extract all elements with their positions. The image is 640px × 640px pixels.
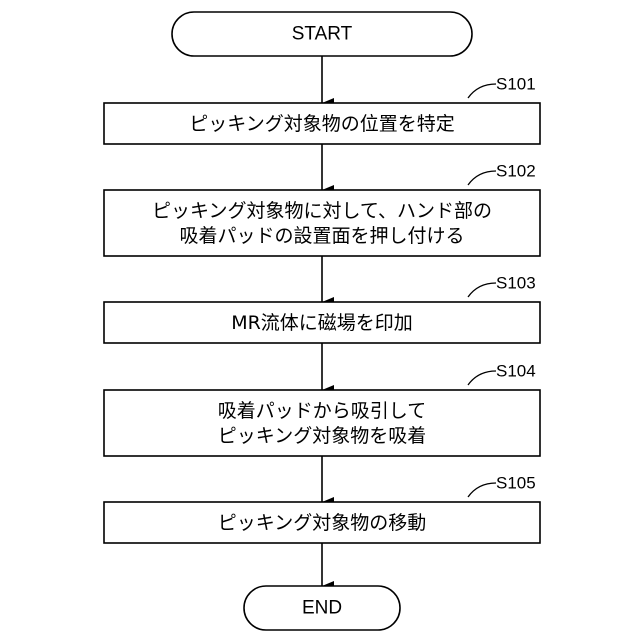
step-s105-id: S105 xyxy=(496,474,536,493)
step-s104-leader xyxy=(468,371,496,385)
step-s105-leader xyxy=(468,483,496,497)
end-label: END xyxy=(302,598,342,619)
step-s103-leader xyxy=(468,283,496,297)
step-s103-text: MR流体に磁場を印加 xyxy=(231,312,413,334)
step-s104-text-line1: 吸着パッドから吸引して xyxy=(218,400,426,422)
step-s101-leader xyxy=(468,84,496,98)
step-s102-id: S102 xyxy=(496,162,536,181)
step-s105-text: ピッキング対象物の移動 xyxy=(218,512,426,534)
step-s101-id: S101 xyxy=(496,75,536,94)
step-s102-leader xyxy=(468,171,496,185)
start-label: START xyxy=(292,24,353,45)
step-s101-text: ピッキング対象物の位置を特定 xyxy=(189,113,454,135)
start-terminal: START xyxy=(172,12,472,56)
step-s104-text-line2: ピッキング対象物を吸着 xyxy=(218,425,426,447)
step-s103-id: S103 xyxy=(496,274,536,293)
step-s102-text-line2: 吸着パッドの設置面を押し付ける xyxy=(179,225,464,247)
step-s104-id: S104 xyxy=(496,362,536,381)
end-terminal: END xyxy=(244,586,400,630)
step-s102-text-line1: ピッキング対象物に対して、ハンド部の xyxy=(152,200,492,222)
